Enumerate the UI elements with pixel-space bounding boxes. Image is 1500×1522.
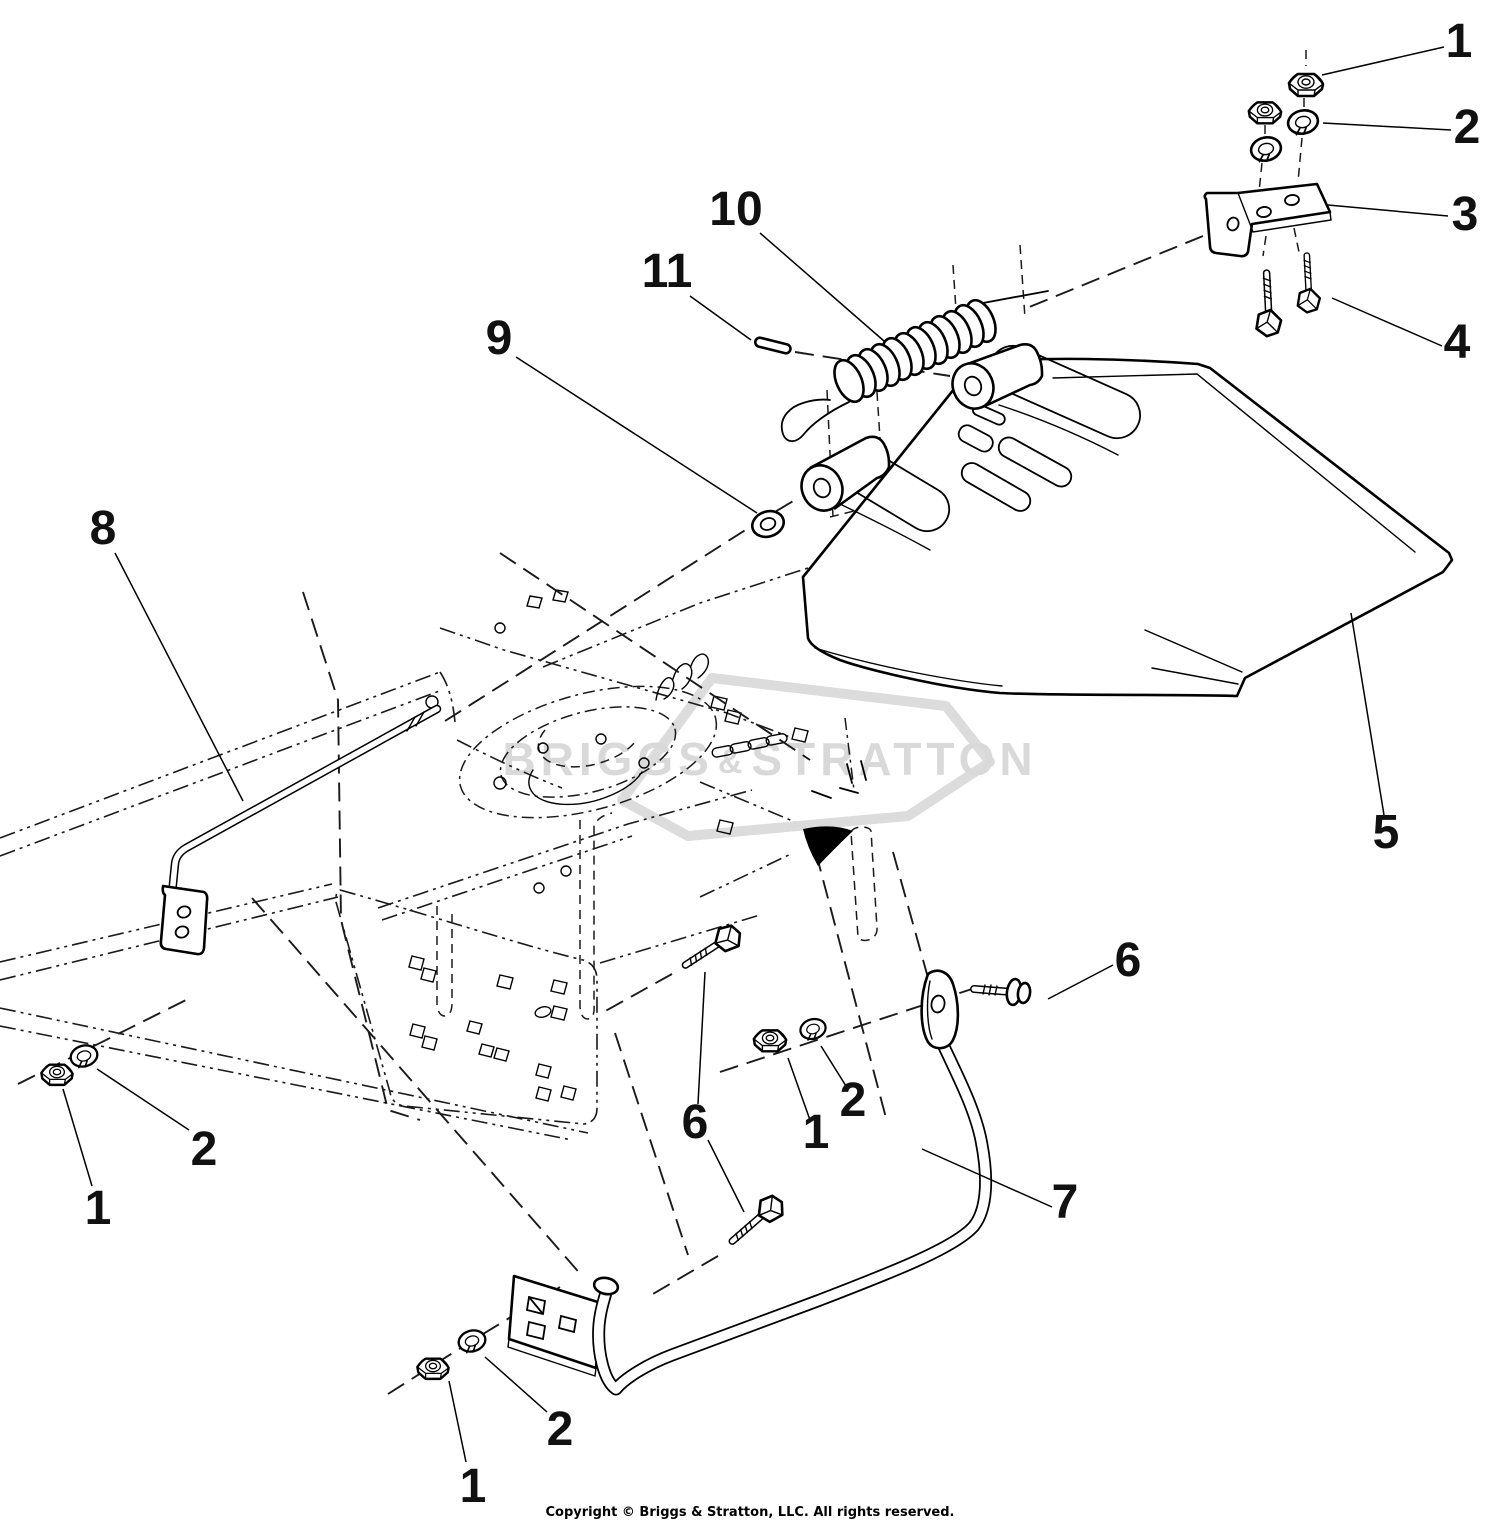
deflector-pivot-rod [159, 704, 442, 956]
lock-washer [67, 1041, 102, 1072]
hex-nut [40, 1063, 74, 1087]
spindle-circles [458, 685, 718, 819]
deck-slot-pills [711, 733, 788, 758]
flat-washer [751, 509, 785, 539]
lock-washer [1247, 133, 1285, 166]
deflector-bail [592, 969, 993, 1396]
hinge-pin [753, 336, 792, 355]
hex-bolt [1254, 272, 1282, 336]
callout-1-left: 1 [85, 1182, 112, 1235]
deflector-hinge-tubes [800, 343, 1044, 512]
torsion-spring [780, 290, 1049, 442]
callout-9: 9 [486, 312, 513, 365]
hex-nut [752, 1029, 788, 1053]
callout-1-bottom: 1 [460, 1460, 487, 1513]
callout-8: 8 [90, 502, 117, 555]
bail-flat-end [920, 969, 960, 1050]
lock-washer [797, 1015, 830, 1044]
callout-1-top: 1 [1446, 15, 1473, 68]
hex-nut [416, 1357, 450, 1381]
callout-1-mid: 1 [803, 1106, 830, 1159]
callout-11: 11 [642, 245, 693, 298]
carriage-bolt [724, 1191, 788, 1251]
discharge-deflector [800, 343, 1454, 698]
skirt-holes [408, 955, 577, 1102]
mower-deck-phantom [0, 567, 878, 1141]
deflector-hinge-bracket [1203, 182, 1332, 258]
callout-2-mid: 2 [840, 1074, 867, 1127]
hex-nut [1247, 101, 1283, 125]
hex-nut [1287, 72, 1325, 98]
rod-mount-tab [159, 884, 209, 956]
callout-6-right: 6 [1115, 934, 1142, 987]
top-right-fastener-stack [1203, 72, 1332, 337]
lock-washer [1284, 106, 1322, 139]
assembly-guide-lines [17, 50, 1307, 1395]
hex-bolt [1295, 255, 1320, 313]
copyright-line: Copyright © Briggs & Stratton, LLC. All … [545, 1505, 954, 1520]
callout-3: 3 [1452, 188, 1479, 241]
callout-10: 10 [709, 183, 762, 236]
watermark-text: BRIGGS&STRATTON [502, 733, 1037, 785]
callout-labels: 1 2 3 4 5 6 7 8 9 10 11 6 1 2 1 2 2 1 [85, 15, 1481, 1513]
callout-2-top: 2 [1454, 101, 1481, 154]
callout-7: 7 [1052, 1176, 1079, 1229]
callout-4: 4 [1444, 316, 1471, 369]
deck-hinge-pocket [803, 760, 867, 866]
hinge-shadow-triangle [803, 826, 853, 866]
callout-2-left: 2 [191, 1123, 218, 1176]
callout-leaders [62, 46, 1452, 1463]
callout-5: 5 [1373, 806, 1400, 859]
lock-washer [455, 1326, 490, 1357]
deck-mount-plate [507, 1274, 603, 1377]
callout-6-mid: 6 [682, 1096, 709, 1149]
callout-2-bottom: 2 [547, 1403, 574, 1456]
flange-bolt [970, 977, 1032, 1007]
deflector-ribs [834, 344, 1141, 551]
watermark-hex-border [617, 673, 995, 841]
